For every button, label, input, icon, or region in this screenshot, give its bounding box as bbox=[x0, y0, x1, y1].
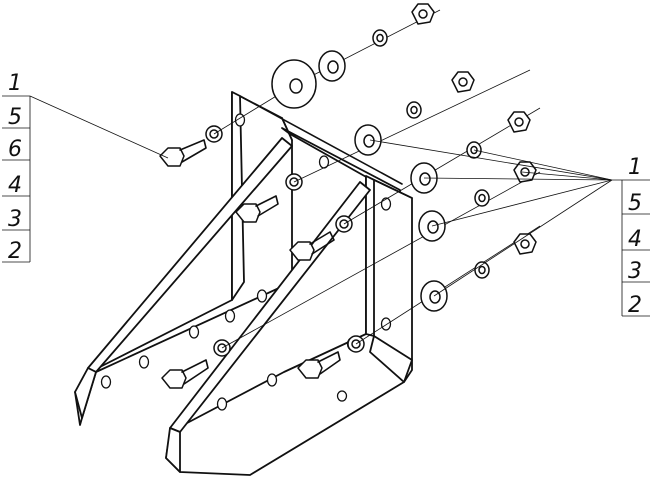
lock-washer-row4 bbox=[474, 189, 490, 207]
callout-left-label-2: 5 bbox=[8, 105, 22, 130]
callout-left: 1 5 6 4 3 2 bbox=[2, 71, 169, 264]
callout-right-label-4: 3 bbox=[628, 259, 642, 284]
washer-row2 bbox=[354, 124, 382, 156]
callout-right: 1 5 4 3 2 bbox=[369, 139, 650, 318]
callout-left-label-3: 6 bbox=[8, 137, 22, 162]
large-washer-top bbox=[271, 59, 317, 109]
bolt-upper-left bbox=[159, 125, 223, 167]
nut-row5 bbox=[513, 233, 537, 255]
callout-right-label-5: 2 bbox=[628, 293, 642, 318]
nut-top bbox=[411, 3, 435, 25]
callout-left-label-1: 1 bbox=[8, 71, 22, 96]
callout-left-label-6: 2 bbox=[8, 239, 22, 264]
lock-washer-top bbox=[372, 29, 388, 47]
bracket-front bbox=[165, 175, 413, 476]
washer-top bbox=[318, 50, 346, 82]
callout-right-label-2: 5 bbox=[628, 191, 642, 216]
callout-right-label-1: 1 bbox=[628, 155, 642, 180]
nut-row2 bbox=[451, 71, 475, 93]
lock-washer-row2 bbox=[406, 101, 422, 119]
callout-left-label-4: 4 bbox=[8, 173, 22, 198]
callout-right-label-3: 4 bbox=[628, 227, 642, 252]
callout-left-label-5: 3 bbox=[8, 207, 22, 232]
nut-row3 bbox=[507, 111, 531, 133]
lock-washer-row5 bbox=[474, 261, 490, 279]
bracket-back bbox=[74, 91, 403, 426]
